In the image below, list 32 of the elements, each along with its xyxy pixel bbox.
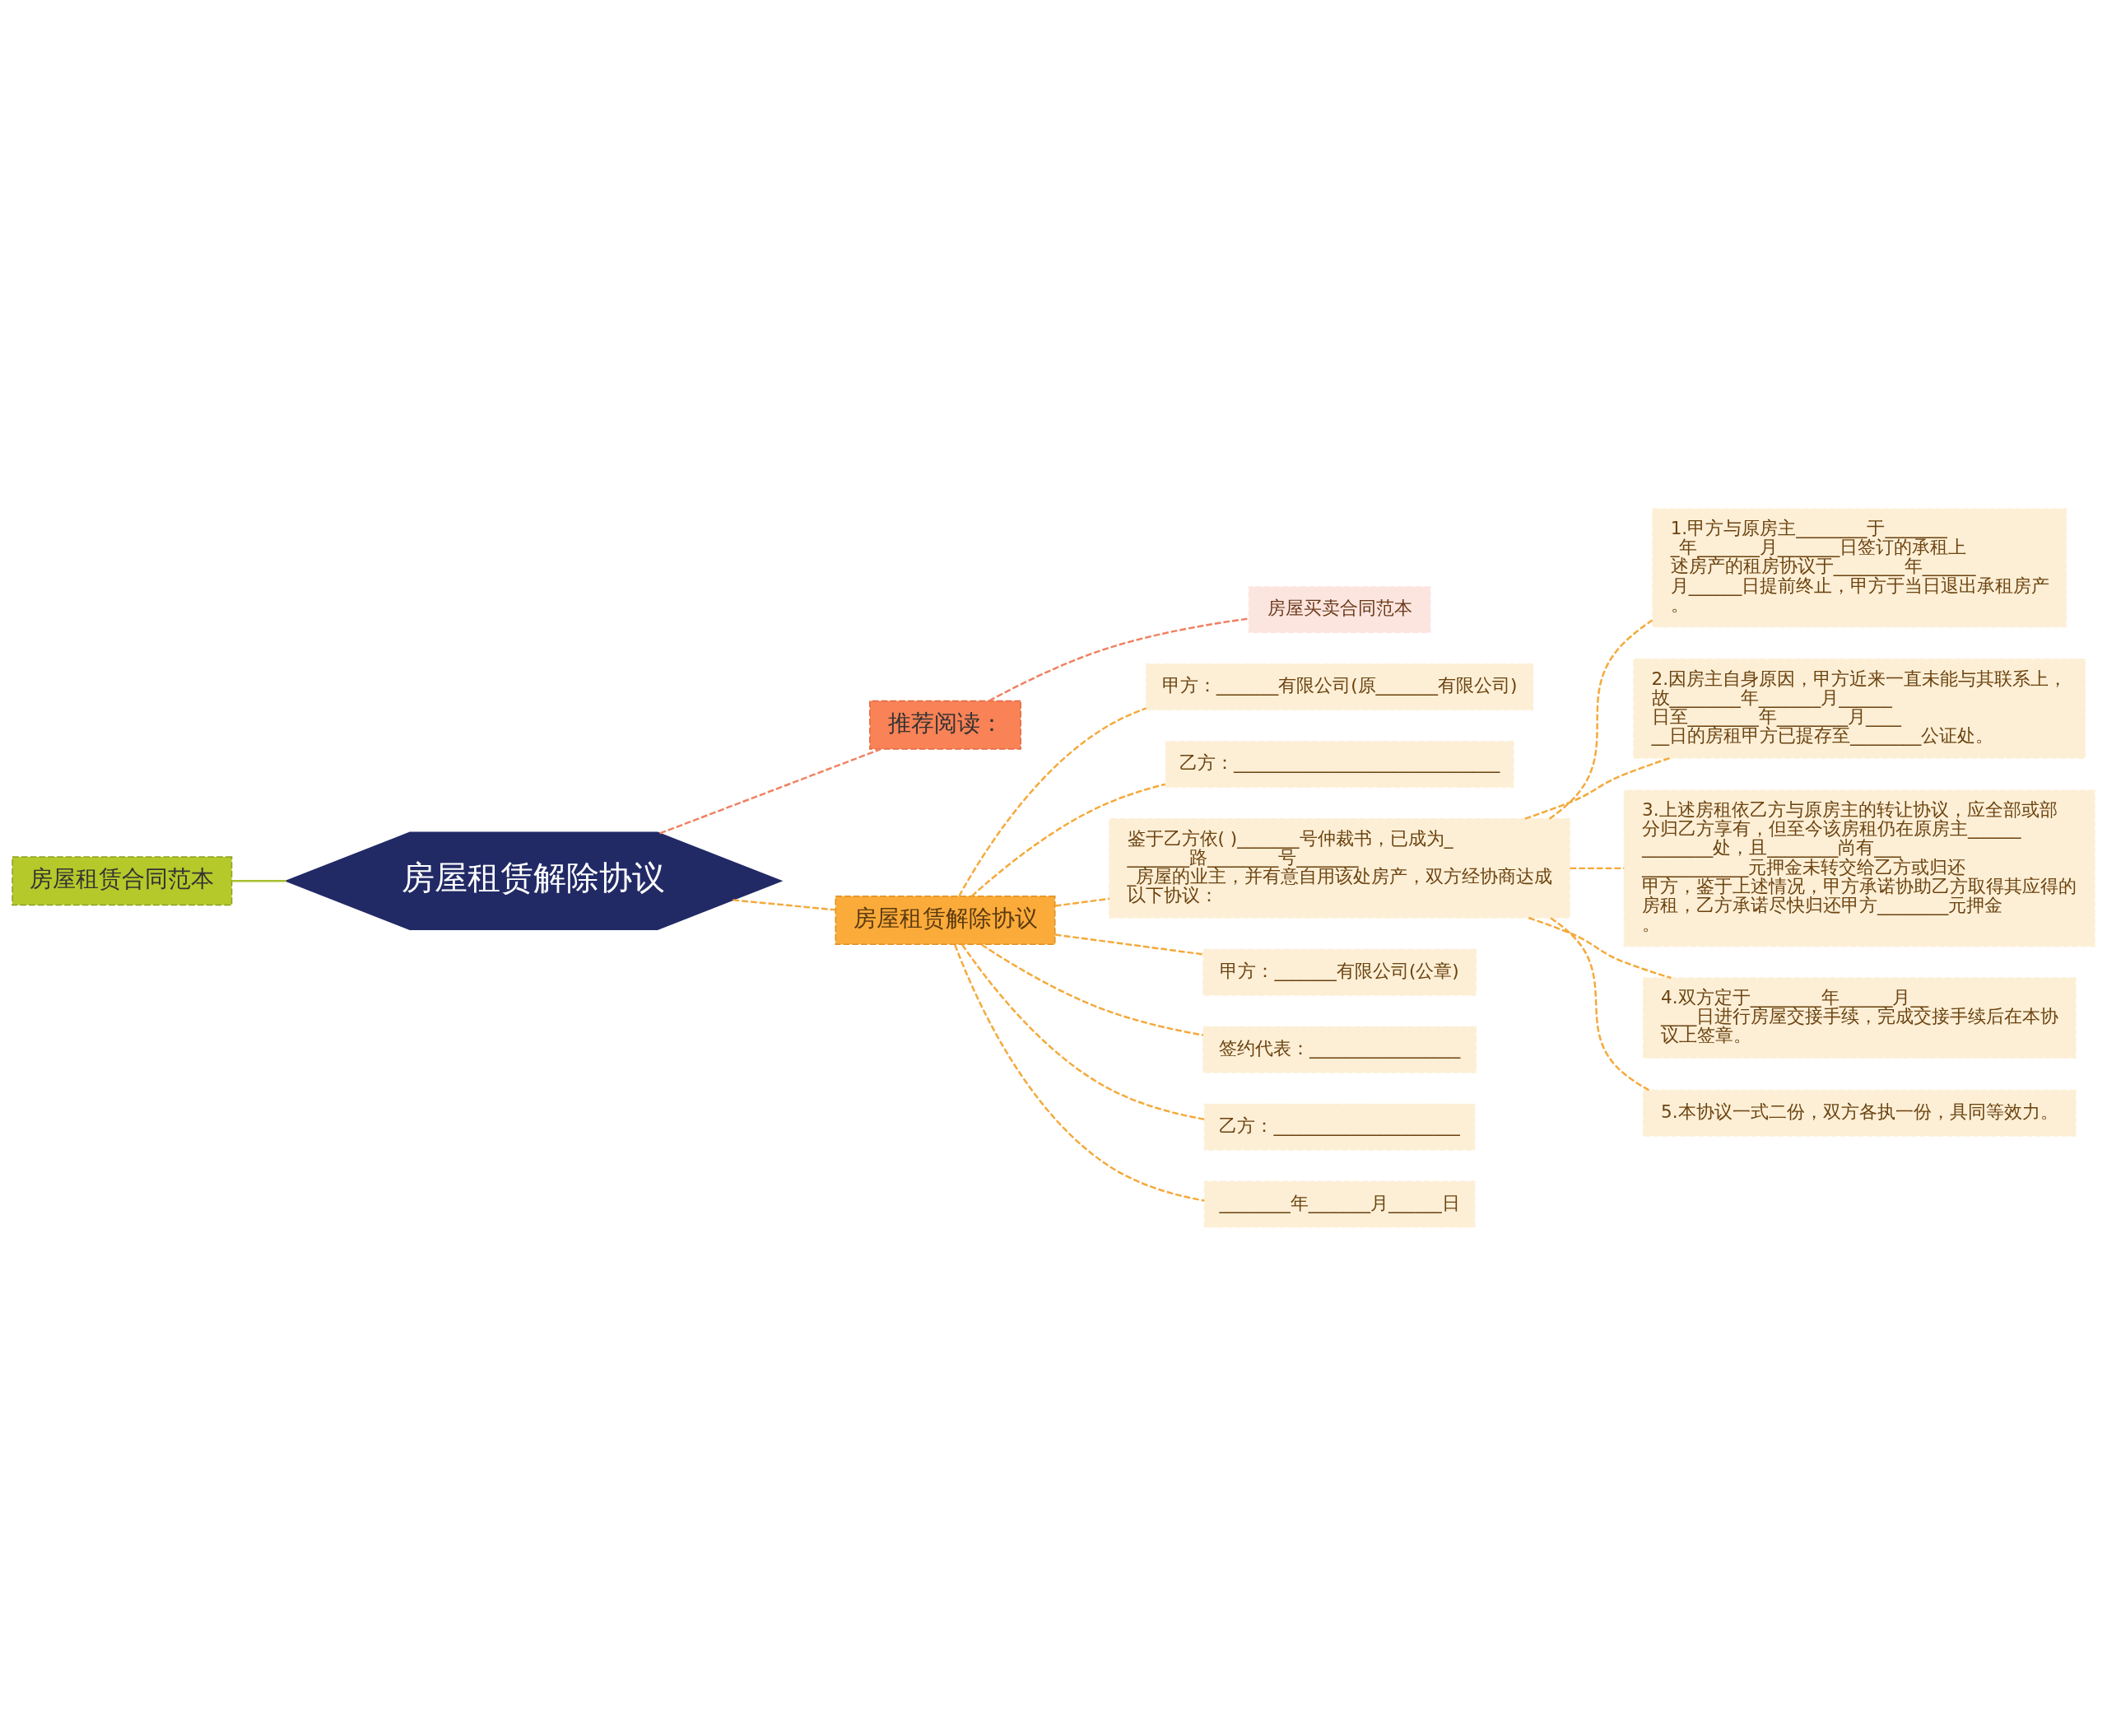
connector [733, 899, 835, 911]
node-box: 4.双方定于________年______月______日进行房屋交接手续，完成交接手续后在本协议上签章。 [1642, 977, 2077, 1059]
connector [659, 747, 881, 835]
connector [961, 943, 1205, 1120]
node-box: 乙方：______________________________ [1165, 741, 1514, 789]
node-box: 乙方：_____________________ [1203, 1103, 1476, 1151]
connector [954, 944, 1205, 1202]
node-box: ________年_______月______日 [1203, 1180, 1476, 1228]
connector [971, 783, 1166, 897]
node-box: 1.甲方与原房主________于________年_______月_______日签订的承租上述房产的租房协议于________年______月______日提前终止，甲方于当日退出承租房产。 [1652, 508, 2067, 628]
connector [1054, 897, 1110, 907]
node-box: 甲方：_______有限公司(原_______有限公司) [1145, 663, 1534, 711]
connector [1550, 917, 1649, 1091]
connector [1524, 756, 1671, 820]
connector [958, 707, 1147, 897]
node-box: 5.本协议一式二份，双方各执一份，具同等效力。 [1642, 1089, 2077, 1137]
node-box: 签约代表：_________________ [1202, 1026, 1477, 1073]
connector [981, 943, 1204, 1036]
connector [231, 880, 286, 882]
connector [1054, 933, 1204, 956]
node-box: 3.上述房租依乙方与原房主的转让协议，应全部或部分归乙方享有，但至今该房租仍在原房主______________处，且________尚有_______________元押金未转交给乙方或归还甲方，鉴于上述情况，甲方承诺协助乙方取得其应得的房租，乙方承诺尽快归还甲方________元押金。 [1623, 789, 2095, 947]
node-box: 房屋买卖合同范本 [1248, 586, 1431, 634]
node-box: 推荐阅读： [869, 700, 1021, 750]
node-box: 2.因房主自身原因，甲方近来一直未能与其联系上，故________年_______月______日至________年________月______日的房租甲方已提存至________公证处。 [1633, 658, 2086, 759]
connector [1528, 916, 1672, 980]
node-box: 房屋租赁解除协议 [835, 896, 1056, 946]
connector [988, 617, 1249, 702]
node-box: 房屋租赁合同范本 [12, 856, 233, 906]
node-box: 鉴于乙方依( )_______号仲裁书，已成为________路________号________房屋的业主，并有意自用该处房产，双方经协商达成以下协议： [1109, 818, 1570, 919]
connector [1548, 619, 1654, 820]
node-box: 甲方：_______有限公司(公章) [1202, 948, 1477, 996]
connector [1570, 867, 1625, 870]
